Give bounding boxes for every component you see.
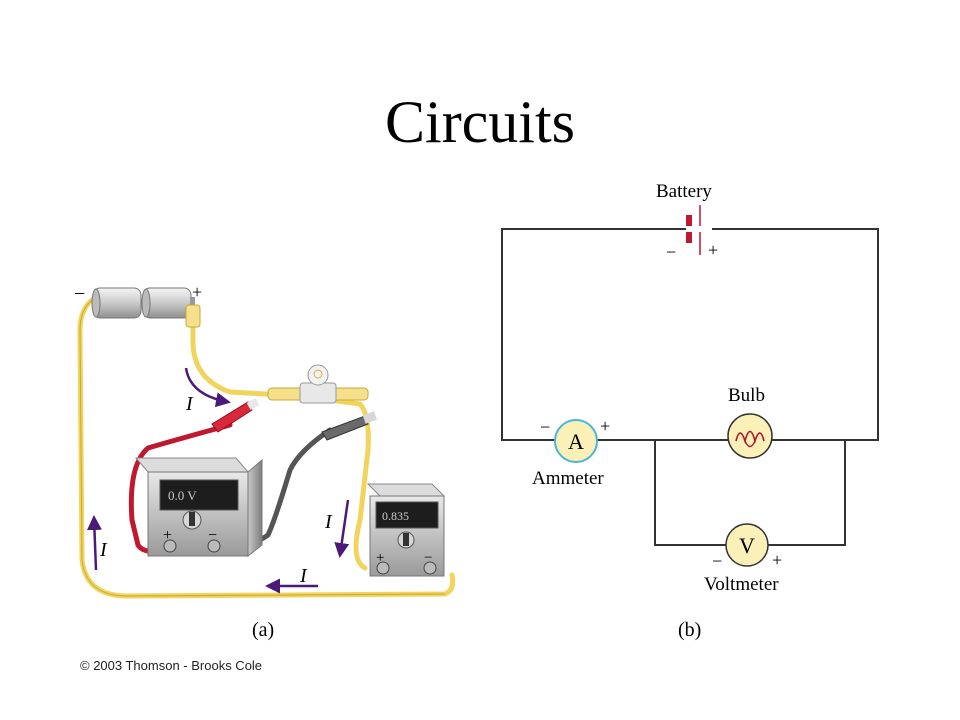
photo-battery-minus: − [74, 283, 85, 305]
current-label-right: I [324, 511, 333, 533]
right-meter-plus: + [376, 550, 384, 566]
current-arrow-left [86, 515, 102, 571]
schematic-wires [501, 228, 879, 546]
figure-b-caption: (b) [678, 619, 701, 641]
left-meter-minus: − [208, 527, 217, 544]
ammeter-symbol [554, 419, 598, 463]
current-arrows [86, 367, 350, 594]
ammeter-right-device [366, 483, 446, 577]
voltmeter-minus-sign: − [712, 551, 722, 571]
right-meter-display: 0.835 [382, 509, 409, 523]
wire-red-lead [128, 422, 233, 555]
slide-title: Circuits [385, 89, 575, 155]
ammeter-label: Ammeter [532, 468, 604, 489]
bulb-symbol [727, 413, 773, 459]
photo-bulb [267, 364, 369, 404]
battery-pack [91, 287, 201, 328]
battery-symbol [686, 205, 712, 255]
voltmeter-symbol [725, 523, 769, 567]
ammeter-plus-sign: + [600, 416, 610, 436]
battery-label: Battery [656, 181, 712, 202]
wire-bulb-to-right-meter [327, 397, 371, 571]
ammeter-letter: A [568, 429, 584, 454]
current-label-bottom: I [299, 565, 308, 587]
current-label-top: I [185, 393, 194, 415]
voltmeter-left-device [134, 457, 263, 558]
red-clip [211, 401, 253, 433]
left-meter-plus: + [163, 527, 172, 544]
battery-minus-sign: − [666, 242, 676, 262]
current-arrow-top [184, 367, 231, 408]
current-arrow-right [334, 499, 350, 558]
voltmeter-plus-sign: + [772, 550, 782, 570]
ammeter-minus-sign: − [540, 417, 550, 437]
gray-clip [321, 415, 369, 441]
wire-battery-plus-to-bulb [190, 317, 303, 399]
voltmeter-letter: V [739, 533, 755, 558]
bulb-label: Bulb [728, 385, 765, 406]
photo-battery-plus: + [192, 282, 202, 302]
figure-a-caption: (a) [252, 619, 274, 641]
left-meter-display: 0.0 V [168, 488, 197, 503]
battery-plus-sign: + [708, 240, 718, 260]
voltmeter-label: Voltmeter [704, 574, 779, 595]
copyright-credit: © 2003 Thomson - Brooks Cole [80, 658, 263, 673]
right-meter-minus: − [424, 550, 432, 566]
current-label-left: I [99, 539, 108, 561]
